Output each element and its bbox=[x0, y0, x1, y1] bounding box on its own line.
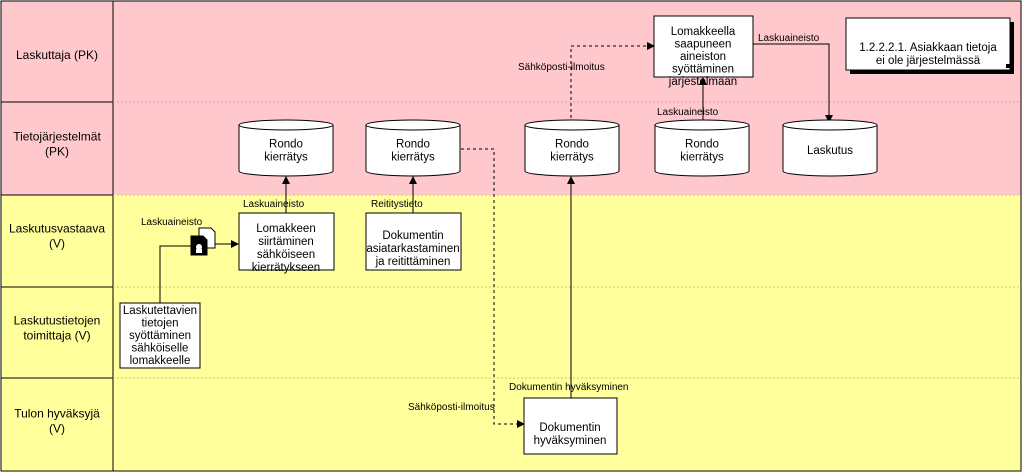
lane-laskuttaja-header bbox=[0, 0, 114, 103]
flow-label-laskuaineisto-db1: Laskuaineisto bbox=[243, 199, 305, 210]
flow-label-sahkoposti-top: Sähköposti-ilmoitus bbox=[518, 62, 605, 73]
lane-toimittaja-bg bbox=[113, 287, 1021, 378]
datastore-laskutus: Laskutus bbox=[782, 119, 878, 177]
lane-label-laskutusvastaava: Laskutusvastaava(V) bbox=[9, 222, 105, 251]
lane-label-tietojarjestelmat: Tietojärjestelmät(PK) bbox=[13, 130, 101, 159]
lane-tietojarjestelmat-header bbox=[0, 101, 114, 196]
flow-label-laskuaineisto-left: Laskuaineisto bbox=[141, 217, 203, 228]
flow-db2-to-hyvaksyminen bbox=[461, 148, 525, 428]
flow-label-dokumentin-hyvaksyminen: Dokumentin hyväksyminen bbox=[509, 382, 629, 393]
lane-toimittaja-header bbox=[0, 286, 114, 379]
lane-label-laskuttaja: Laskuttaja (PK) bbox=[16, 48, 98, 62]
document-icon bbox=[190, 227, 216, 256]
svg-text:Laskutus: Laskutus bbox=[807, 145, 853, 157]
lane-laskutusvastaava-header bbox=[0, 194, 114, 288]
flow-email-to-lomakkeella bbox=[570, 42, 655, 124]
flow-label-laskuaineisto-top-right: Laskuaineisto bbox=[758, 33, 820, 44]
flow-label-sahkoposti-bottom: Sähköposti-ilmoitus bbox=[408, 402, 495, 413]
flow-label-laskuaineisto-mid: Laskuaineisto bbox=[657, 107, 719, 118]
lane-label-hyvaksyja: Tulon hyväksyjä(V) bbox=[14, 407, 100, 436]
flow-label-reititystieto: Reititystieto bbox=[371, 199, 423, 210]
flow-lomakkeella-to-laskutus bbox=[753, 43, 833, 123]
